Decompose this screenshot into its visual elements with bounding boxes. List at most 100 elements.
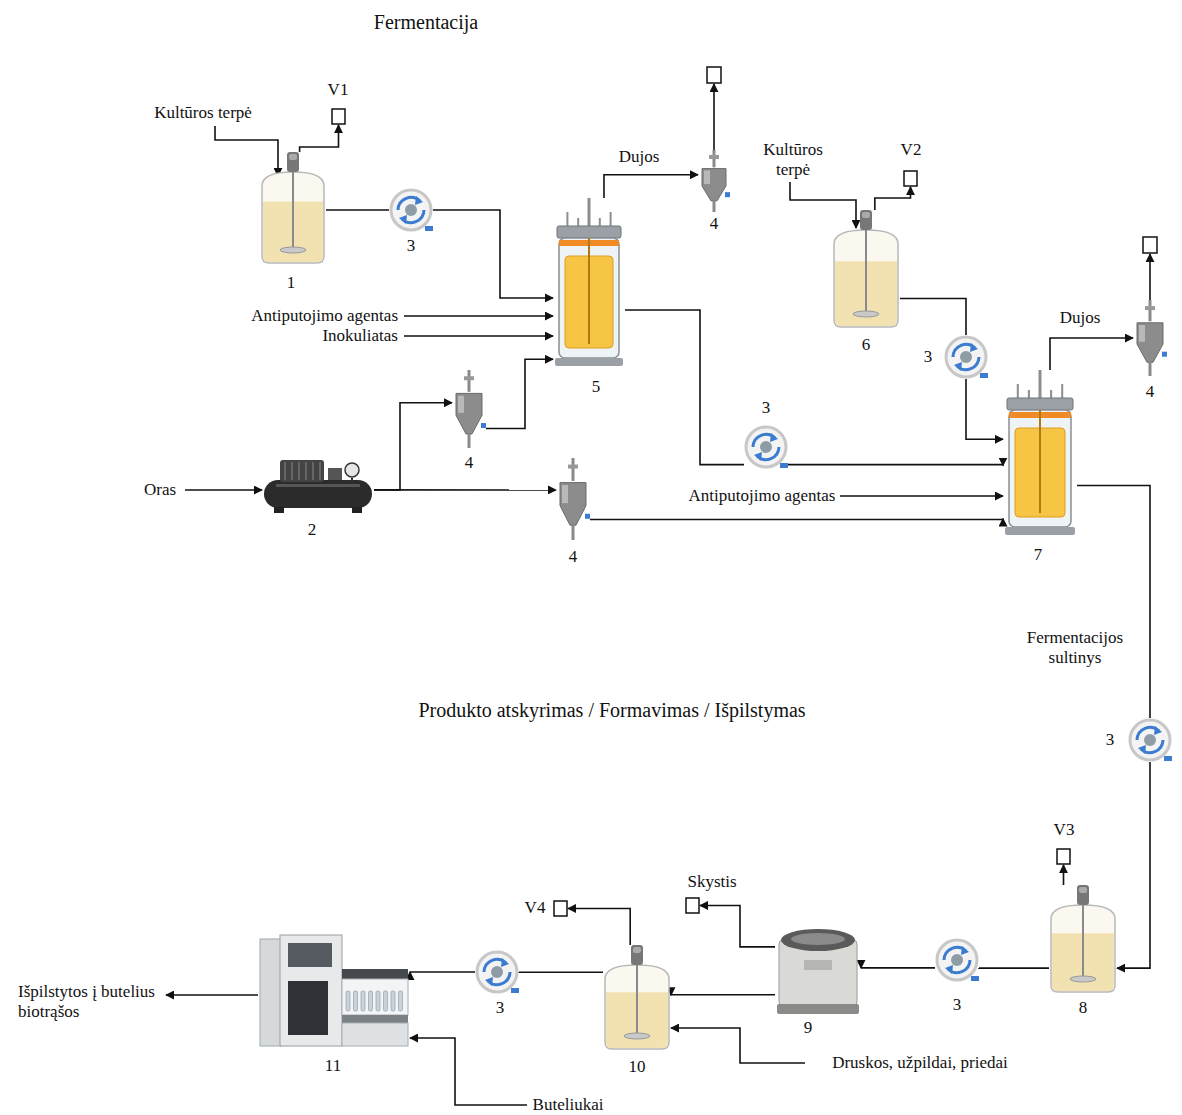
air-compressor-icon [262, 458, 374, 514]
rotor-well [791, 933, 845, 945]
pump-casing [1130, 720, 1170, 760]
foot [352, 507, 362, 513]
pump-symbol-icon [935, 938, 979, 982]
vent-box: V1 [331, 108, 346, 125]
filter-stem [1149, 300, 1152, 321]
air-compressor: 2 [262, 458, 374, 514]
tank-vessel: 8 [1049, 885, 1117, 993]
probe [588, 198, 591, 228]
filter-highlight [562, 485, 568, 503]
pump-hub [960, 351, 972, 363]
filter-drain [713, 201, 716, 212]
motor-fin [305, 462, 307, 480]
pipe-connector [326, 209, 389, 211]
bottle [354, 991, 358, 1011]
callout-number: 9 [802, 1018, 815, 1038]
centrifuge-icon [775, 922, 861, 1014]
bottling-machine: 11 [258, 935, 410, 1050]
screen [288, 943, 332, 967]
centrifuge-lid [781, 929, 855, 951]
motor-cap [862, 212, 870, 218]
centrifuge-base [777, 1004, 859, 1014]
vent-square [554, 901, 567, 916]
filter-highlight [1139, 325, 1145, 342]
feed-line [671, 1028, 805, 1063]
stream-label: Kultūros terpė [751, 140, 835, 181]
pump-symbol: 3 [475, 950, 519, 994]
pump-nozzle [780, 463, 788, 468]
pipe-connector [966, 379, 1003, 439]
pipe-connector [374, 489, 556, 491]
conveyor [342, 1015, 408, 1023]
agitator-shaft [1039, 410, 1041, 513]
control-panel [804, 960, 832, 970]
receiver-tank [264, 480, 372, 508]
stream-label: Kultūros terpė [152, 103, 254, 123]
callout-number: 3 [494, 998, 507, 1018]
pump-arrowhead [970, 343, 978, 352]
callout-number: 10 [627, 1057, 648, 1077]
side-tower [260, 939, 282, 1046]
filter-symbol: 4 [452, 370, 486, 448]
pump-symbol: 3 [744, 425, 788, 469]
filter-port [725, 192, 730, 197]
vent-square [1057, 849, 1070, 864]
stream-label: V2 [899, 140, 924, 160]
motor-cap [633, 947, 641, 953]
edge-label: Fermentacijos sultinys [1014, 628, 1136, 669]
base-plate [555, 358, 623, 366]
filter-drain [572, 525, 575, 540]
fermenter: 5 [553, 198, 625, 366]
motor-fin [284, 462, 286, 480]
filter-collar [464, 376, 474, 380]
vent-square [686, 898, 699, 913]
feed-line [410, 1038, 527, 1105]
filter-symbol: 4 [556, 458, 590, 540]
tank-vessel-icon [260, 152, 326, 264]
feed-line [840, 495, 1003, 497]
vent-square [332, 109, 345, 124]
callout-number: 3 [760, 398, 773, 418]
motor-fin [319, 462, 321, 480]
filter-stem [468, 370, 471, 392]
pump-nozzle [1164, 756, 1172, 761]
vent-square [1143, 237, 1157, 253]
agitator-shaft [636, 959, 638, 1036]
section-heading: Produkto atskyrimas / Formavimas / Išpil… [416, 698, 807, 722]
pump-casing [946, 337, 986, 377]
agitator-shaft [865, 224, 867, 314]
fermenter: 7 [1003, 370, 1077, 535]
vent-box: V4 [553, 900, 568, 917]
filter-body [560, 483, 586, 526]
vent-box-icon [553, 900, 568, 917]
pipe-connector [1063, 865, 1065, 885]
bottle [369, 991, 373, 1011]
bottle [376, 991, 380, 1011]
stream-label: V4 [523, 898, 548, 918]
pump-arrowhead [399, 215, 407, 224]
pump-nozzle [425, 226, 433, 231]
pump-nozzle [980, 373, 988, 378]
probe [1039, 370, 1042, 400]
filter-symbol-icon [1133, 300, 1167, 376]
agitator-motor [860, 210, 872, 230]
callout-number: 3 [922, 347, 935, 367]
pump-symbol-icon [744, 425, 788, 469]
motor-fin [298, 462, 300, 480]
vent-box: V2 [903, 170, 918, 187]
pump-arrowhead [415, 196, 423, 205]
filter-collar [1145, 306, 1155, 310]
motor-cap [289, 154, 297, 160]
filter-highlight [704, 170, 710, 184]
compressor-motor [280, 460, 324, 482]
pipe-connector [788, 465, 1003, 466]
tank-vessel: 1 [260, 152, 326, 264]
filter-symbol: 4 [698, 150, 730, 212]
centrifuge: 9 [775, 922, 861, 1014]
callout-number: 11 [323, 1056, 343, 1076]
tank-vessel-icon [1049, 885, 1117, 993]
agitator-motor [287, 152, 299, 172]
vent-box: V3 [1056, 848, 1071, 865]
vent-box-icon [903, 170, 918, 187]
